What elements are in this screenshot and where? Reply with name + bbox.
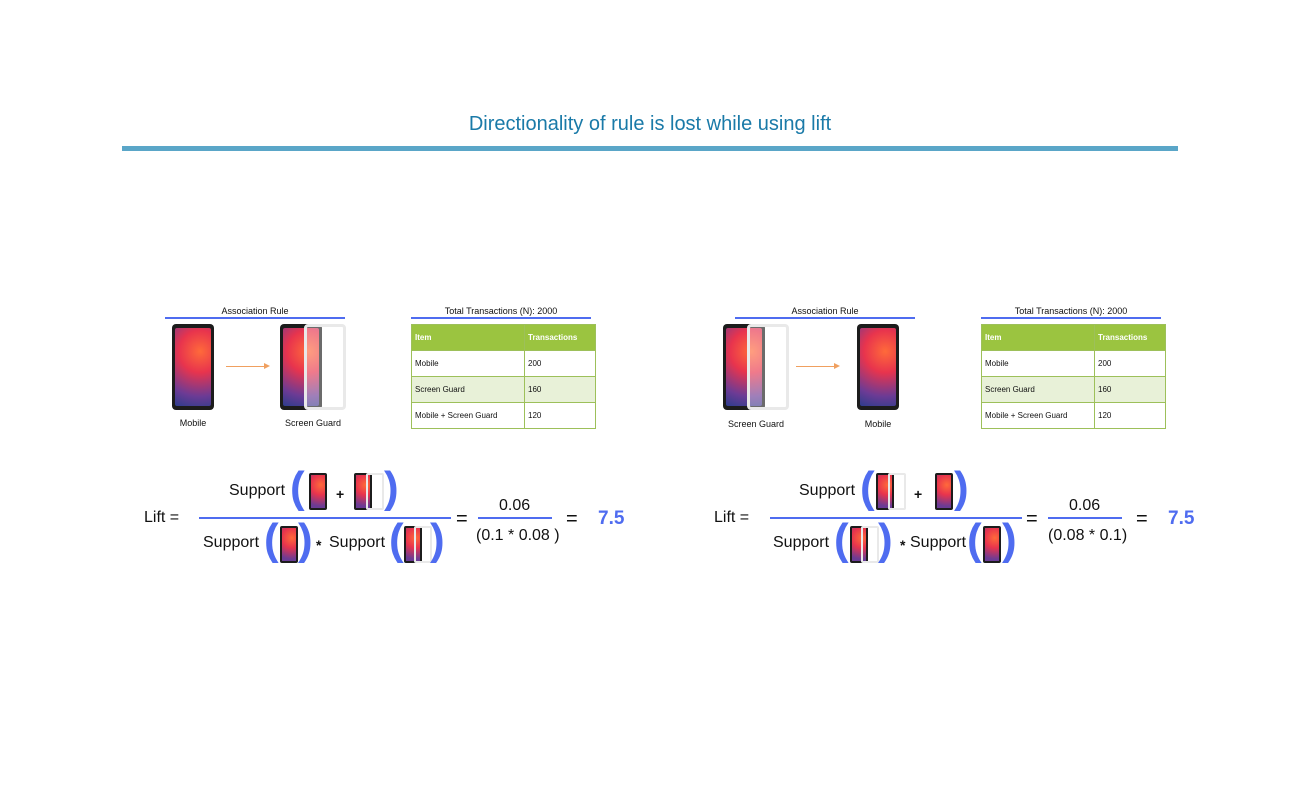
table-caption: Total Transactions (N): 2000 bbox=[444, 306, 558, 316]
screen-guard-icon bbox=[366, 473, 384, 510]
open-paren: ( bbox=[834, 515, 849, 564]
caption-underline bbox=[981, 317, 1161, 319]
table-header-transactions: Transactions bbox=[524, 324, 596, 351]
multiply-sign: * bbox=[316, 537, 322, 553]
mobile-phone-icon bbox=[935, 473, 953, 510]
support-label: Support bbox=[799, 482, 856, 499]
close-paren: ) bbox=[384, 463, 399, 512]
denominator-value: (0.08 * 0.1) bbox=[1048, 527, 1128, 544]
table-row: Mobile + Screen Guard 120 bbox=[981, 402, 1166, 429]
fraction-bar bbox=[770, 517, 1022, 519]
denominator-value: (0.1 * 0.08 ) bbox=[476, 527, 560, 544]
caption-underline bbox=[165, 317, 345, 319]
support-label: Support bbox=[329, 534, 386, 551]
lift-result: 7.5 bbox=[598, 508, 625, 529]
antecedent-label: Mobile bbox=[179, 418, 207, 428]
table-header-row: Item Transactions bbox=[981, 324, 1166, 351]
screen-guard-icon bbox=[888, 473, 906, 510]
table-header-item: Item bbox=[411, 324, 525, 351]
equals-sign: = bbox=[566, 508, 578, 530]
mobile-phone-icon bbox=[723, 324, 765, 410]
caption-underline bbox=[411, 317, 591, 319]
mobile-phone-icon bbox=[280, 324, 322, 410]
consequent-label: Screen Guard bbox=[284, 418, 342, 428]
association-rule-caption: Association Rule bbox=[221, 306, 289, 316]
open-paren: ( bbox=[264, 515, 279, 564]
table-cell: Screen Guard bbox=[981, 376, 1095, 403]
mobile-phone-icon bbox=[309, 473, 327, 510]
screen-guard-icon bbox=[304, 324, 346, 410]
transactions-table: Item Transactions Mobile 200 Screen Guar… bbox=[981, 324, 1166, 429]
lift-result: 7.5 bbox=[1168, 508, 1195, 529]
panel-guard-to-mobile: Association Rule Screen Guard Mobile Tot… bbox=[700, 300, 1260, 590]
title-divider bbox=[122, 146, 1178, 151]
table-cell: 200 bbox=[524, 350, 596, 377]
close-paren: ) bbox=[878, 515, 893, 564]
close-paren: ) bbox=[298, 515, 313, 564]
open-paren: ( bbox=[389, 515, 404, 564]
page-title: Directionality of rule is lost while usi… bbox=[468, 113, 832, 135]
support-label: Support bbox=[203, 534, 260, 551]
equals-sign: = bbox=[1026, 508, 1038, 530]
numerator-value: 0.06 bbox=[499, 497, 531, 514]
panel-mobile-to-guard: Association Rule Mobile Screen Guard Tot… bbox=[130, 300, 690, 590]
lift-label: Lift = bbox=[144, 509, 180, 526]
close-paren: ) bbox=[954, 463, 969, 512]
support-label: Support bbox=[773, 534, 830, 551]
close-paren: ) bbox=[430, 515, 445, 564]
open-paren: ( bbox=[290, 463, 305, 512]
close-paren: ) bbox=[1002, 515, 1017, 564]
equals-sign: = bbox=[456, 508, 468, 530]
plus-sign: + bbox=[336, 486, 345, 502]
table-row: Screen Guard 160 bbox=[981, 376, 1166, 403]
mobile-phone-icon bbox=[857, 324, 899, 410]
table-row: Mobile + Screen Guard 120 bbox=[411, 402, 596, 429]
antecedent-label: Screen Guard bbox=[727, 419, 785, 429]
plus-sign: + bbox=[914, 486, 923, 502]
table-row: Mobile 200 bbox=[411, 350, 596, 377]
mobile-phone-icon bbox=[404, 526, 422, 563]
mobile-phone-icon bbox=[983, 526, 1001, 563]
equals-sign: = bbox=[1136, 508, 1148, 530]
table-cell: Mobile + Screen Guard bbox=[411, 402, 525, 429]
caption-underline bbox=[735, 317, 915, 319]
support-label: Support bbox=[229, 482, 286, 499]
table-row: Screen Guard 160 bbox=[411, 376, 596, 403]
table-cell: Mobile bbox=[411, 350, 525, 377]
rule-arrow-icon bbox=[796, 363, 840, 369]
fraction-bar bbox=[1048, 517, 1122, 519]
association-rule-caption: Association Rule bbox=[791, 306, 859, 316]
table-header-transactions: Transactions bbox=[1094, 324, 1166, 351]
consequent-label: Mobile bbox=[864, 419, 892, 429]
table-cell: Mobile + Screen Guard bbox=[981, 402, 1095, 429]
open-paren: ( bbox=[967, 515, 982, 564]
numerator-value: 0.06 bbox=[1069, 497, 1101, 514]
table-cell: Screen Guard bbox=[411, 376, 525, 403]
mobile-phone-icon bbox=[172, 324, 214, 410]
multiply-sign: * bbox=[900, 537, 906, 553]
table-cell: 160 bbox=[524, 376, 596, 403]
fraction-bar bbox=[199, 517, 451, 519]
transactions-table: Item Transactions Mobile 200 Screen Guar… bbox=[411, 324, 596, 429]
lift-label: Lift = bbox=[714, 509, 750, 526]
rule-arrow-icon bbox=[226, 363, 270, 369]
table-cell: 120 bbox=[1094, 402, 1166, 429]
table-cell: 160 bbox=[1094, 376, 1166, 403]
table-cell: 200 bbox=[1094, 350, 1166, 377]
table-header-item: Item bbox=[981, 324, 1095, 351]
table-header-row: Item Transactions bbox=[411, 324, 596, 351]
screen-guard-icon bbox=[414, 526, 432, 563]
table-cell: Mobile bbox=[981, 350, 1095, 377]
table-row: Mobile 200 bbox=[981, 350, 1166, 377]
screen-guard-icon bbox=[747, 324, 789, 410]
fraction-bar bbox=[478, 517, 552, 519]
table-cell: 120 bbox=[524, 402, 596, 429]
table-caption: Total Transactions (N): 2000 bbox=[1014, 306, 1128, 316]
screen-guard-icon bbox=[861, 526, 879, 563]
support-label: Support bbox=[910, 534, 967, 551]
open-paren: ( bbox=[860, 463, 875, 512]
mobile-phone-icon bbox=[280, 526, 298, 563]
